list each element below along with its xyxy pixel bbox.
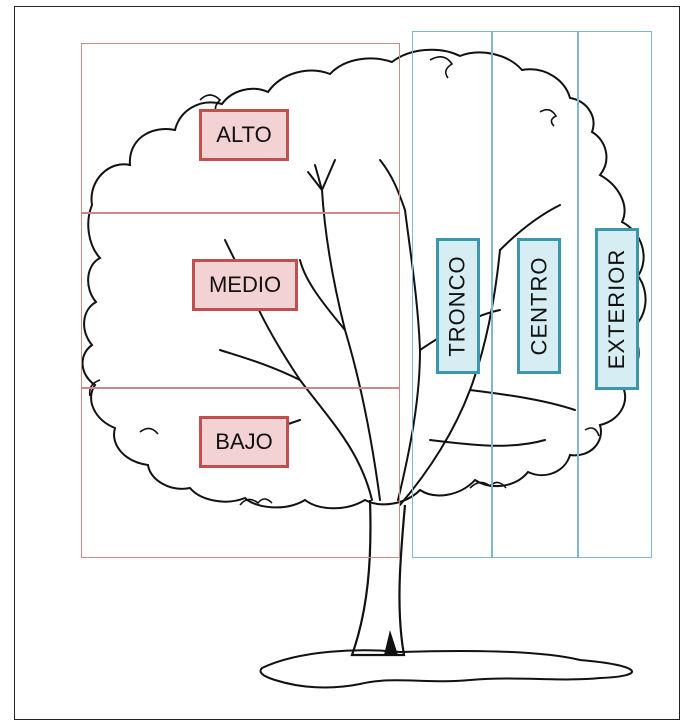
label-tronco-text: TRONCO	[445, 255, 471, 357]
label-medio-text: MEDIO	[208, 272, 282, 297]
zone-alto	[81, 43, 400, 213]
label-bajo-text: BAJO	[215, 429, 273, 454]
zone-medio	[81, 213, 400, 388]
label-alto-text: ALTO	[216, 122, 272, 147]
diagram-frame	[14, 6, 680, 720]
label-alto: ALTO	[199, 109, 289, 161]
label-medio: MEDIO	[192, 259, 298, 311]
zone-tronco	[412, 31, 492, 558]
label-tronco: TRONCO	[436, 238, 480, 374]
label-exterior-text: EXTERIOR	[604, 248, 629, 370]
tree-trunk	[350, 499, 407, 657]
label-bajo: BAJO	[199, 416, 289, 468]
label-exterior: EXTERIOR	[595, 228, 639, 390]
label-centro: CENTRO	[517, 238, 561, 374]
label-centro-text: CENTRO	[526, 256, 552, 356]
zone-bajo	[81, 388, 400, 558]
ground-shadow	[259, 649, 633, 689]
zone-centro	[492, 31, 578, 558]
zone-exterior	[578, 31, 652, 558]
